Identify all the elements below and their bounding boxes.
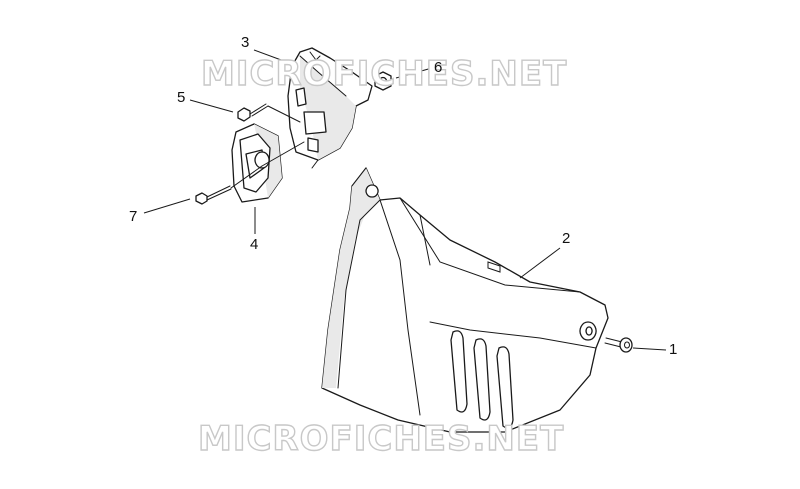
watermark-bottom: MICROFICHES.NET xyxy=(197,418,565,459)
bolt-part-1 xyxy=(604,337,633,353)
callout-part-2: 2 xyxy=(562,230,571,247)
callout-part-4: 4 xyxy=(250,236,259,253)
screw-part-5 xyxy=(237,103,269,122)
callout-part-6: 6 xyxy=(434,59,443,76)
side-cover-part-2 xyxy=(321,167,609,433)
callout-part-7: 7 xyxy=(129,208,138,225)
clip-part-4 xyxy=(231,123,283,203)
watermark-top: MICROFICHES.NET xyxy=(200,53,568,94)
callout-part-5: 5 xyxy=(177,89,186,106)
bracket-part-3 xyxy=(287,47,373,169)
assembly-lines xyxy=(230,105,305,189)
leader-lines xyxy=(143,49,667,351)
screw-part-7 xyxy=(195,185,232,205)
callout-part-1: 1 xyxy=(669,341,678,358)
callout-part-3: 3 xyxy=(241,34,250,51)
nut-part-6 xyxy=(374,71,392,91)
